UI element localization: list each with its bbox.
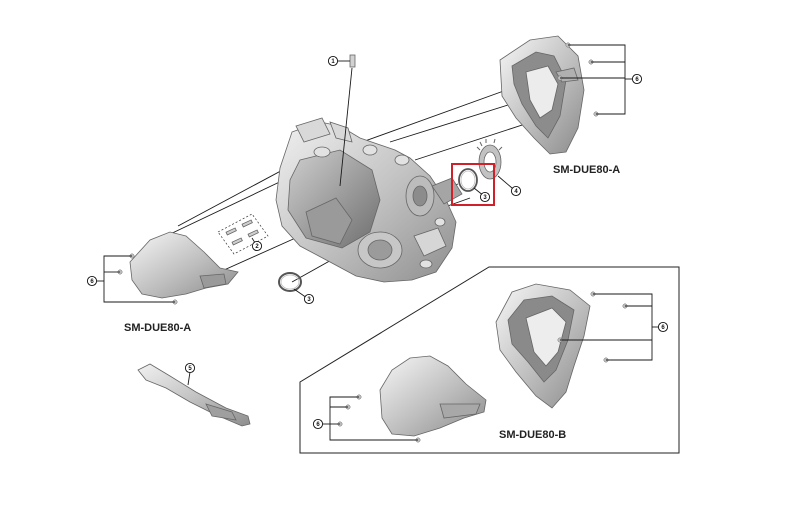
callout-6-box-left: 6: [312, 418, 324, 430]
callout-6-top-right: 6: [631, 73, 643, 85]
callout-6-bracket-top: [560, 44, 632, 115]
part-1-pin: [338, 54, 356, 187]
svg-text:6: 6: [316, 422, 320, 428]
callout-5: 5: [184, 362, 196, 374]
callout-6-bracket-left: [97, 255, 175, 303]
cover-top-right: [499, 35, 599, 155]
cover-box-ring: [495, 283, 628, 409]
callout-6-bracket-box-left: [323, 396, 418, 441]
svg-text:6: 6: [661, 325, 665, 331]
model-label-left: SM-DUE80-A: [124, 322, 191, 334]
svg-text:4: 4: [514, 189, 518, 195]
part-2-screws: [217, 213, 269, 255]
svg-text:3: 3: [307, 297, 311, 303]
drive-unit-motor: [275, 117, 463, 283]
model-label-top-right: SM-DUE80-A: [553, 164, 620, 176]
part-3-o-ring-highlighted: [458, 168, 485, 197]
callout-6-left: 6: [86, 275, 98, 287]
callout-1: 1: [327, 55, 339, 67]
callout-3-highlighted: 3: [479, 191, 491, 203]
model-label-box: SM-DUE80-B: [499, 429, 566, 441]
svg-text:2: 2: [255, 244, 259, 250]
highlight-box: [451, 163, 495, 206]
callout-2: 2: [251, 240, 263, 252]
part-3-o-ring: [278, 272, 308, 299]
part-5-tool: [137, 363, 251, 427]
svg-text:6: 6: [635, 77, 639, 83]
svg-text:3: 3: [483, 195, 487, 201]
cover-left: [117, 231, 239, 305]
callout-6-box-right: 6: [657, 321, 669, 333]
variant-b-box: [299, 266, 680, 454]
callout-3-left: 3: [303, 293, 315, 305]
svg-text:1: 1: [331, 59, 335, 65]
callout-4: 4: [510, 185, 522, 197]
svg-text:5: 5: [188, 366, 192, 372]
svg-text:6: 6: [90, 279, 94, 285]
callout-6-bracket-box-right: [560, 293, 659, 361]
cover-box-shell: [337, 355, 487, 443]
